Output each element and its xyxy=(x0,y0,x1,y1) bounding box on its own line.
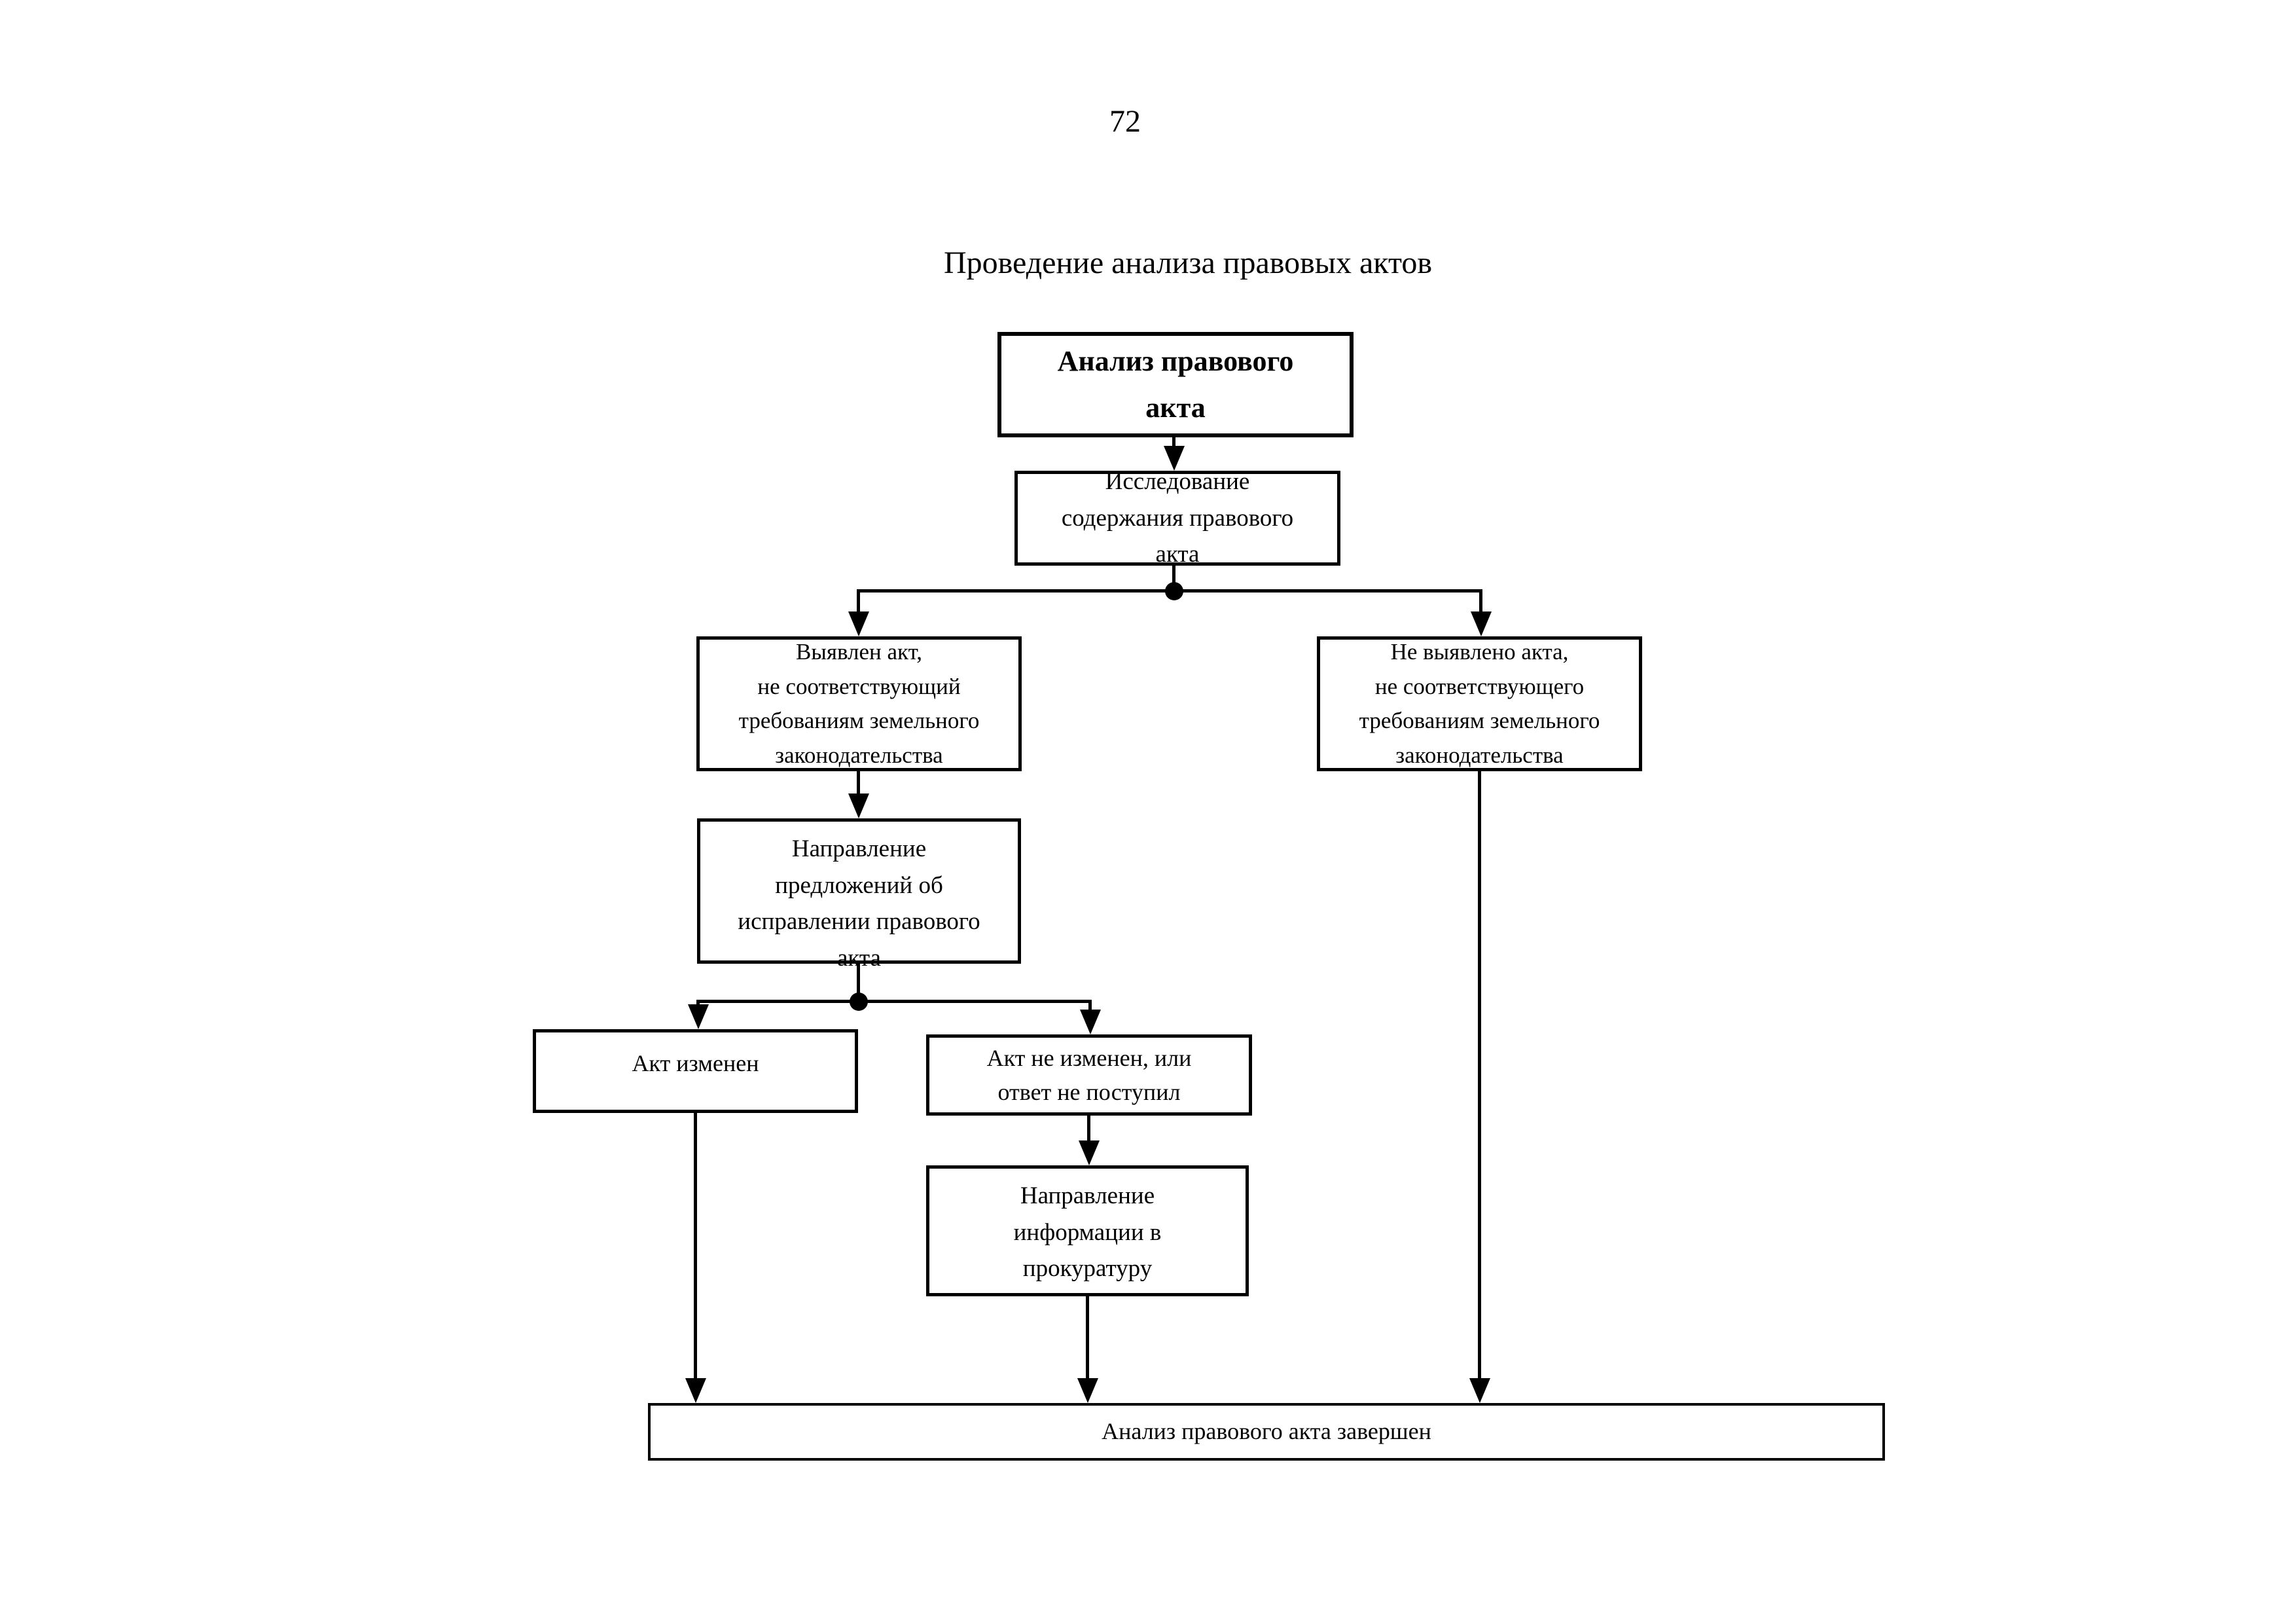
connector-start-research-arrowhead-icon xyxy=(1164,446,1185,471)
flow-node-act-found-label: Выявлен акт, не соответствующий требован… xyxy=(738,639,980,768)
branch-1-horizontal-line xyxy=(858,589,1482,593)
connector-junction-act-found-line xyxy=(857,589,860,613)
connector-prosecutor-finished-arrowhead-icon xyxy=(1077,1378,1098,1403)
connector-junction-act-not-found-arrowhead-icon xyxy=(1471,611,1492,636)
connector-prosecutor-finished-line xyxy=(1086,1296,1089,1380)
flow-node-finished-label: Анализ правового акта завершен xyxy=(1102,1418,1431,1445)
flow-node-act-not-found: Не выявлено акта, не соответствующего тр… xyxy=(1317,636,1642,771)
flow-node-finished: Анализ правового акта завершен xyxy=(648,1403,1885,1461)
connector-act-changed-finished-line xyxy=(694,1113,697,1380)
connector-junction2-act-changed-arrowhead-icon xyxy=(688,1004,709,1029)
connector-act-not-changed-prosecutor-arrowhead-icon xyxy=(1079,1140,1100,1165)
flow-node-research-label: Исследование содержания правового акта xyxy=(1061,468,1294,568)
diagram-title: Проведение анализа правовых актов xyxy=(944,246,1432,280)
branch-2-horizontal-line xyxy=(698,1000,1092,1003)
flow-node-research: Исследование содержания правового акта xyxy=(1014,468,1340,568)
flow-node-act-not-found-label: Не выявлено акта, не соответствующего тр… xyxy=(1359,639,1600,768)
connector-proposals-junction-line xyxy=(857,964,860,993)
flow-node-act-changed: Акт изменен xyxy=(533,1029,858,1113)
connector-act-changed-finished-arrowhead-icon xyxy=(685,1378,706,1403)
flow-node-act-not-changed-label: Акт не изменен, или ответ не поступил xyxy=(986,1044,1192,1105)
flow-node-inform-prosecutor-label: Направление информации в прокуратуру xyxy=(1013,1182,1162,1282)
flow-node-act-changed-label: Акт изменен xyxy=(632,1050,759,1076)
connector-act-found-proposals-line xyxy=(857,771,860,795)
connector-research-junction-line xyxy=(1172,566,1175,593)
flow-node-inform-prosecutor: Направление информации в прокуратуру xyxy=(926,1165,1249,1296)
connector-act-found-proposals-arrowhead-icon xyxy=(848,793,869,818)
connector-act-not-found-finished-arrowhead-icon xyxy=(1469,1378,1490,1403)
connector-junction-act-not-found-line xyxy=(1479,589,1482,613)
flow-node-send-proposals: Направление предложений об исправлении п… xyxy=(697,818,1021,972)
flow-node-start: Анализ правового акта xyxy=(997,332,1354,437)
connector-junction2-act-not-changed-arrowhead-icon xyxy=(1080,1010,1101,1034)
flow-node-act-not-changed: Акт не изменен, или ответ не поступил xyxy=(926,1034,1252,1116)
connector-start-research-line xyxy=(1172,437,1175,450)
flow-node-start-label: Анализ правового акта xyxy=(1057,345,1294,424)
connector-act-not-found-finished-line xyxy=(1478,771,1481,1380)
flow-node-send-proposals-label: Направление предложений об исправлении п… xyxy=(738,835,980,972)
flow-node-act-found: Выявлен акт, не соответствующий требован… xyxy=(696,636,1022,771)
connector-junction2-act-not-changed-line xyxy=(1088,1000,1092,1013)
connector-junction2-act-changed-line xyxy=(696,1000,700,1008)
connector-junction-act-found-arrowhead-icon xyxy=(848,611,869,636)
connector-act-not-changed-prosecutor-line xyxy=(1087,1116,1090,1143)
page-number: 72 xyxy=(1109,104,1141,139)
